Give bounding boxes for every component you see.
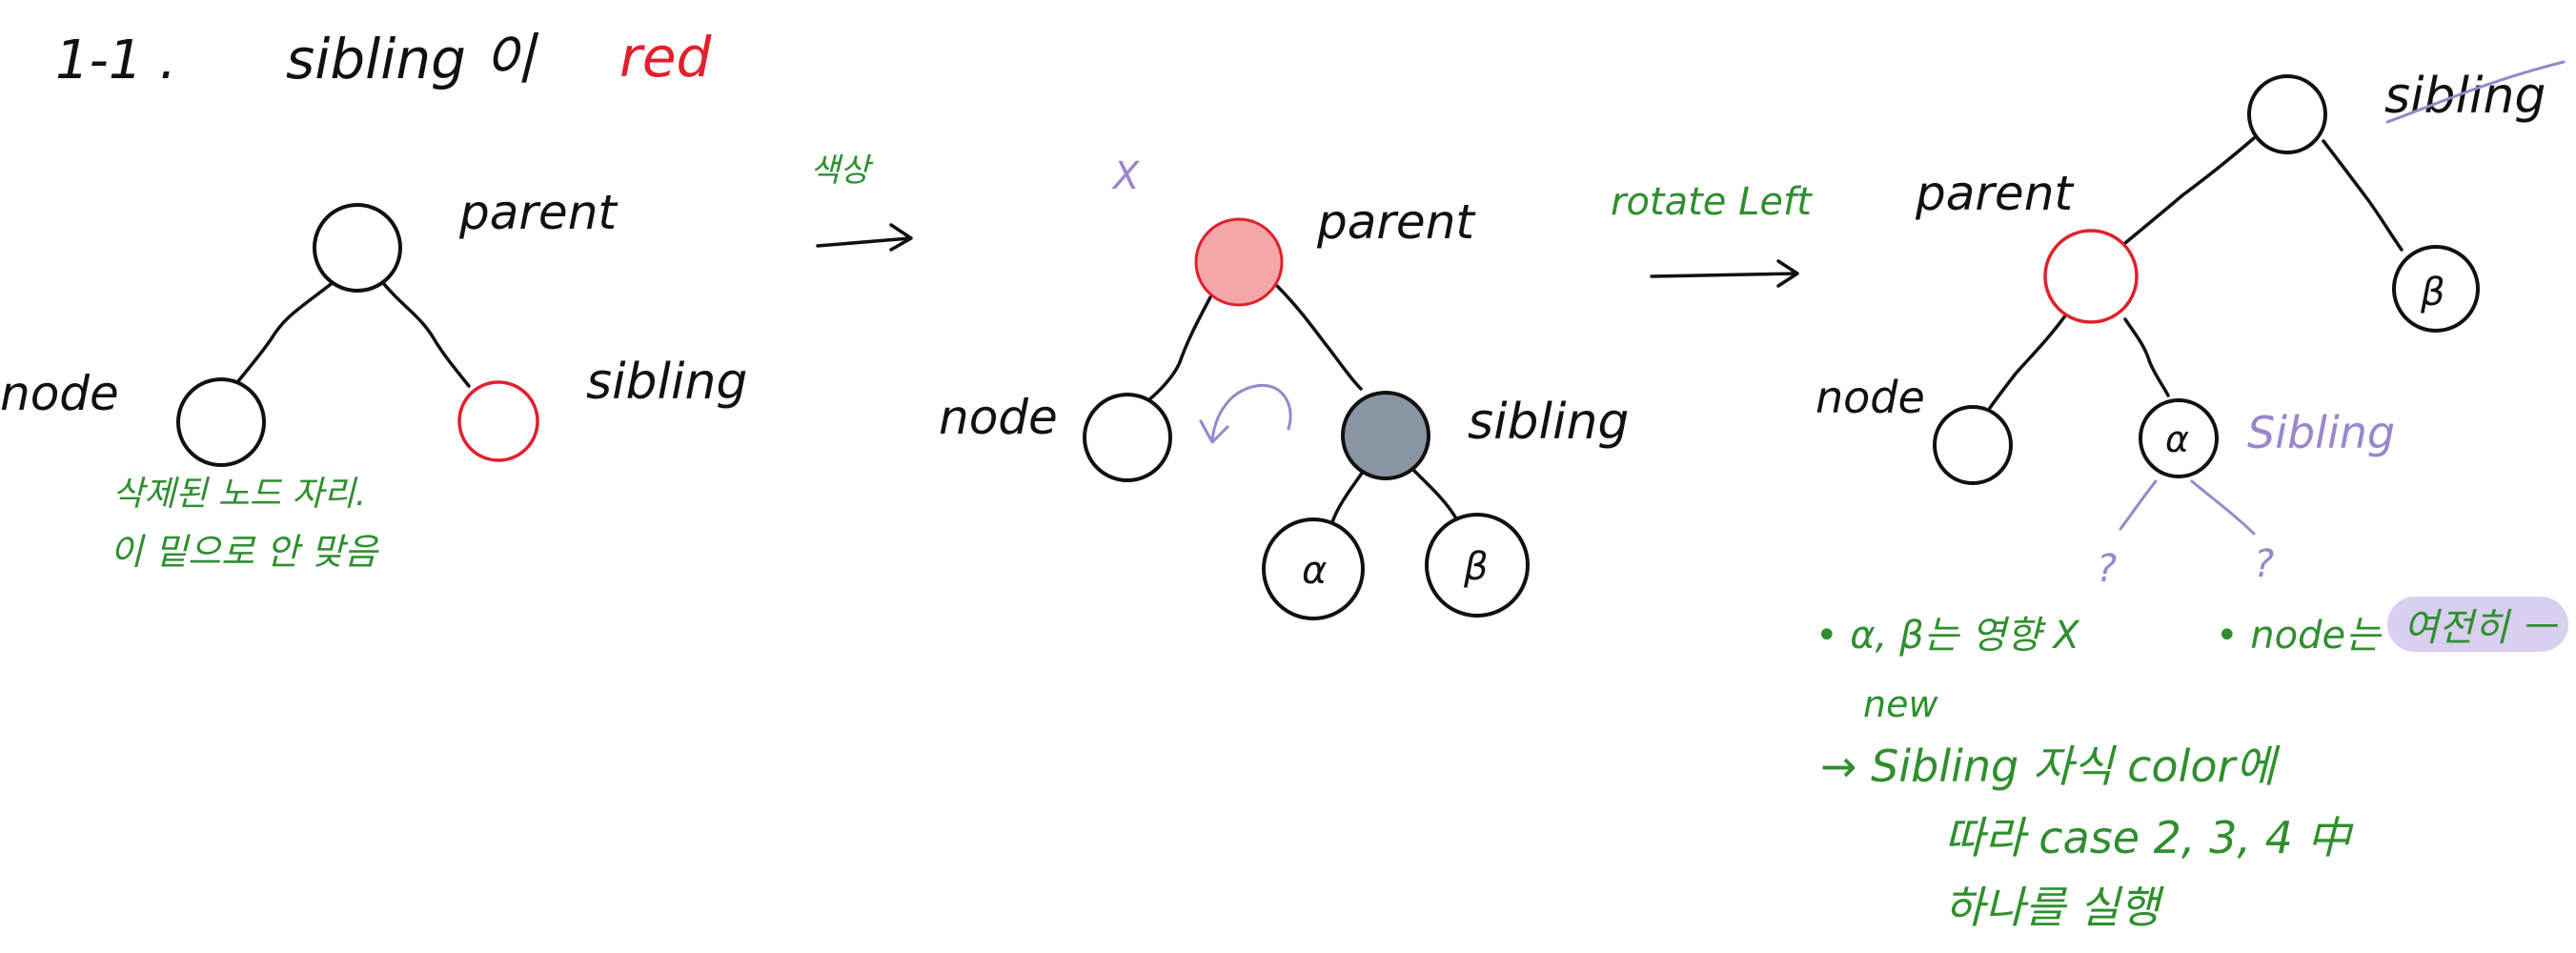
arrow1-shaft [816, 236, 912, 248]
note-highlight [2387, 597, 2568, 652]
step2-parent-label: parent [1316, 194, 1476, 250]
step3-beta-node [2392, 245, 2480, 333]
rotate-arrow-curve [1210, 383, 1292, 442]
heading: 1-1 . sibling 이 red [55, 25, 713, 91]
note-line2: 따라 case 2, 3, 4 中 [1944, 812, 2355, 863]
note-bullet2-highlight: 여전히 ㅡ [2404, 606, 2558, 650]
step1-node-label: node [0, 366, 119, 421]
step2-alpha-label: α [1302, 549, 1327, 593]
arrow1: 색상 [810, 152, 913, 252]
step3-node [1933, 405, 2013, 485]
arrow1-label: 색상 [810, 152, 874, 190]
step3-edge-parent-alpha [2123, 317, 2170, 397]
step2-edge-sibling-alpha [1330, 467, 1367, 524]
step2-tree: X parent node sibling α β [939, 154, 1629, 620]
step1-edge-parent-sibling [377, 276, 471, 388]
note-line3: 하나를 실행 [1944, 882, 2164, 933]
step1-note-line1: 삭제된 노드 자리. [112, 475, 366, 514]
step1-node [176, 377, 266, 467]
heading-text: sibling 이 [286, 27, 538, 91]
step3-node-label: node [1815, 372, 1925, 423]
arrow2-label: rotate Left [1611, 180, 1813, 224]
step3-parent-node [2043, 229, 2139, 324]
arrow2: rotate Left [1611, 180, 1813, 288]
step3-tree: β α sibling parent node Sibling ? ? [1815, 60, 2566, 591]
step3-alpha-node [2139, 398, 2219, 478]
note-line1: → Sibling 자식 color에 [1820, 740, 2281, 792]
step3-edge-top-beta [2322, 139, 2404, 252]
step2-sibling-node [1341, 391, 1430, 480]
step2-alpha-node [1262, 517, 1365, 620]
step3-top-node [2247, 74, 2327, 154]
step3-new-sibling-label: Sibling [2247, 407, 2395, 458]
note-new: new [1863, 683, 1938, 725]
step3-edge-top-parent [2123, 136, 2256, 245]
step2-rotate-arrow [1199, 383, 1292, 444]
step2-parent-node [1194, 217, 1284, 307]
heading-red-word: red [619, 25, 713, 90]
step2-edge-parent-sibling [1275, 284, 1363, 391]
step2-edge-parent-node [1146, 295, 1212, 402]
step1-sibling-node [457, 380, 539, 462]
step3-old-sibling-label: sibling [2384, 68, 2546, 125]
step3-alpha-label: α [2165, 418, 2189, 460]
arrow1-head [889, 223, 913, 252]
note-bullet2-prefix: • node는 [2216, 614, 2383, 658]
step3-question-right: ? [2254, 542, 2274, 586]
step1-note-line2: 이 밑으로 안 맞음 [110, 531, 379, 573]
step2-sibling-label: sibling [1468, 394, 1629, 451]
heading-number: 1-1 . [55, 30, 176, 91]
arrow2-shaft [1650, 272, 1798, 278]
step2-node [1083, 393, 1172, 482]
step2-edge-sibling-beta [1410, 467, 1460, 524]
step3-question-left: ? [2097, 547, 2117, 591]
step2-x-mark: X [1111, 154, 1141, 198]
notes: • α, β는 영향 X • node는 여전히 ㅡ new → Sibling… [1815, 597, 2568, 933]
step1-parent-node [313, 203, 402, 293]
rotate-arrow-head [1199, 419, 1229, 444]
step3-purple-line-right [2190, 479, 2256, 536]
step3-parent-label: parent [1915, 166, 2075, 221]
step2-beta-node [1425, 513, 1530, 618]
arrow2-head [1776, 259, 1799, 288]
step3-strike-line [2385, 60, 2566, 124]
step3-beta-label: β [2420, 271, 2445, 314]
step1-parent-label: parent [458, 185, 619, 240]
step2-beta-label: β [1463, 545, 1489, 589]
step1-sibling-label: sibling [586, 354, 747, 411]
note-bullet1: • α, β는 영향 X [1815, 614, 2080, 658]
step3-edge-parent-node [1988, 313, 2068, 410]
step2-node-label: node [939, 390, 1058, 445]
step1-edge-parent-node [236, 276, 340, 383]
step3-purple-line-left [2119, 479, 2158, 531]
step1-tree: parent node sibling 삭제된 노드 자리. 이 밑으로 안 맞… [0, 185, 747, 573]
